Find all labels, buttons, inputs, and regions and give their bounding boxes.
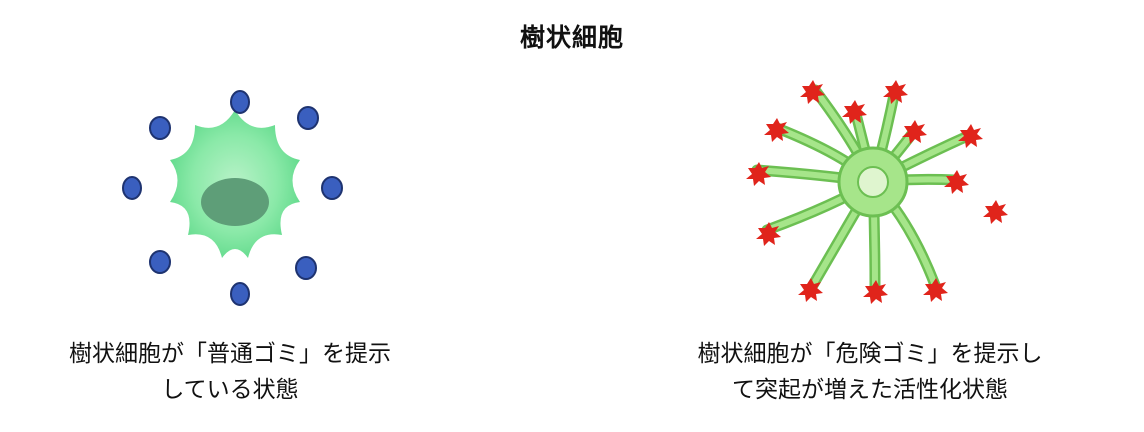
danger-particle	[863, 280, 888, 304]
danger-particle	[923, 278, 948, 302]
danger-particle	[883, 80, 908, 104]
nucleus	[857, 166, 889, 198]
danger-particle	[756, 222, 781, 246]
debris-particle	[230, 90, 250, 114]
danger-particle	[746, 162, 771, 186]
danger-particle	[764, 118, 789, 142]
danger-particle	[800, 80, 825, 104]
activated-cell-caption: 樹状細胞が「危険ゴミ」を提示し て突起が増えた活性化状態	[660, 336, 1080, 408]
debris-particle	[149, 116, 171, 140]
caption-line: 樹状細胞が「普通ゴミ」を提示	[69, 341, 391, 367]
danger-particle	[842, 100, 867, 124]
resting-cell-svg	[122, 90, 343, 306]
danger-particles	[746, 80, 1008, 304]
debris-particle	[230, 282, 250, 306]
caption-line: している状態	[161, 377, 299, 403]
page-title: 樹状細胞	[519, 23, 624, 52]
danger-particle	[958, 124, 983, 148]
caption-line: 樹状細胞が「危険ゴミ」を提示し	[697, 341, 1043, 367]
caption-line: て突起が増えた活性化状態	[732, 377, 1008, 403]
debris-particle	[149, 250, 171, 274]
danger-particle	[944, 170, 969, 194]
nucleus	[201, 178, 269, 226]
danger-particle	[902, 120, 927, 144]
activated-dendritic-cell-illustration	[735, 70, 1025, 310]
debris-particle	[297, 106, 319, 130]
activated-cell-svg	[746, 80, 1008, 304]
debris-particle	[122, 176, 142, 200]
debris-particles	[122, 90, 343, 306]
resting-cell-caption: 樹状細胞が「普通ゴミ」を提示 している状態	[30, 336, 430, 408]
debris-particle	[295, 256, 317, 280]
danger-particle	[983, 200, 1008, 224]
resting-dendritic-cell-illustration	[110, 80, 360, 310]
danger-particle	[798, 278, 823, 302]
debris-particle	[321, 176, 343, 200]
